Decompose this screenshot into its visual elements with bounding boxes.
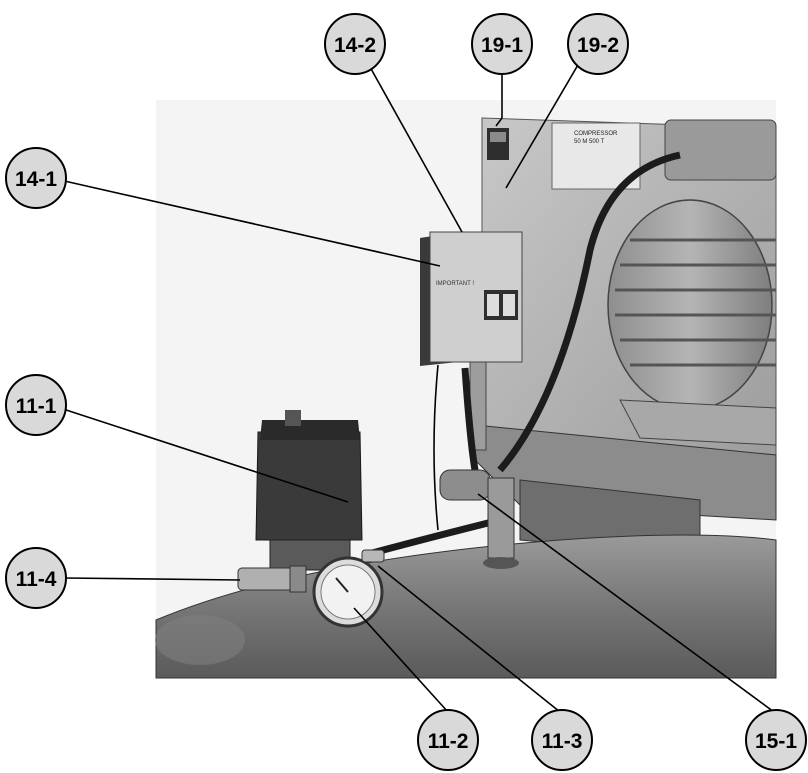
callout-19-2: 19-2 — [567, 13, 629, 75]
safety-valve — [361, 549, 385, 563]
pressure-switch-top — [260, 420, 360, 440]
callout-label: 15-1 — [755, 730, 797, 753]
rating-label — [551, 122, 641, 190]
callout-label: 19-1 — [481, 34, 523, 57]
leader-14-1 — [59, 179, 441, 267]
callout-label: 14-2 — [334, 34, 376, 57]
leader-11-4 — [63, 577, 241, 581]
start-button — [487, 294, 499, 316]
hour-counter-screen — [490, 132, 506, 142]
switch-box-label: IMPORTANT ! — [436, 281, 474, 287]
callout-15-1: 15-1 — [745, 709, 807, 771]
callout-14-2: 14-2 — [324, 13, 386, 75]
tank-end — [155, 615, 245, 665]
cable-right — [461, 367, 479, 471]
leader-11-3 — [377, 565, 561, 713]
motor-fins — [615, 238, 776, 367]
callout-label: 11-1 — [16, 395, 57, 418]
pipe-base — [483, 557, 519, 569]
check-valve — [439, 469, 491, 501]
callout-label: 19-2 — [577, 34, 619, 57]
quick-coupler — [237, 567, 297, 591]
callout-label: 11-2 — [428, 730, 469, 753]
callout-11-1: 11-1 — [5, 374, 67, 436]
callout-14-1: 14-1 — [5, 147, 67, 209]
callout-19-1: 19-1 — [471, 13, 533, 75]
leader-lines — [59, 57, 775, 713]
callout-label: 11-3 — [542, 730, 583, 753]
rating-label-title: COMPRESSOR — [574, 131, 618, 137]
leader-19-1-end — [495, 117, 503, 127]
leader-11-2 — [353, 607, 449, 713]
gauge-needle — [335, 577, 349, 593]
callout-11-3: 11-3 — [531, 709, 593, 771]
motor-terminal-box — [664, 119, 777, 181]
product-photo: COMPRESSOR 50 M 500 T IMPORTANT ! — [155, 100, 777, 679]
leader-19-2 — [505, 57, 583, 189]
pressure-switch-knob — [285, 410, 301, 426]
callout-label: 14-1 — [15, 168, 57, 191]
leader-14-2 — [364, 57, 463, 233]
electric-motor — [607, 199, 773, 411]
callout-11-2: 11-2 — [417, 709, 479, 771]
leader-15-1 — [477, 493, 775, 713]
callout-11-4: 11-4 — [5, 547, 67, 609]
stop-button — [503, 294, 515, 316]
rating-label-model: 50 M 500 T — [574, 139, 605, 145]
motor-cable — [497, 151, 681, 473]
coupler-nut — [289, 565, 307, 593]
callout-label: 11-4 — [16, 568, 57, 591]
leader-11-1 — [59, 407, 349, 503]
motor-mount — [619, 399, 777, 446]
pressure-switch — [255, 431, 363, 541]
cable-left — [433, 364, 439, 531]
